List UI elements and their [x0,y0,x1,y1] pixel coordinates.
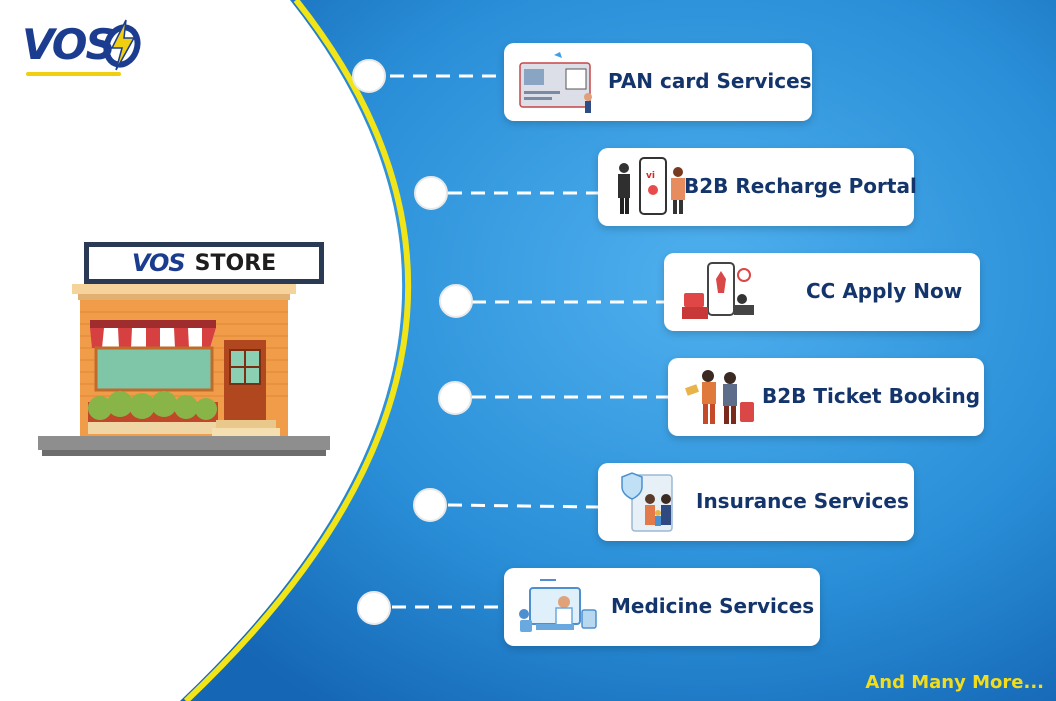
connector-line-5 [447,503,599,509]
service-card-ticket[interactable]: B2B Ticket Booking [668,358,984,436]
bolt-icon [103,19,141,71]
service-label-ticket: B2B Ticket Booking [762,384,981,408]
pan-card-icon [519,52,592,113]
service-label-pan: PAN card Services [608,69,812,93]
service-card-pan[interactable]: PAN card Services [504,43,812,121]
service-label-recharge: B2B Recharge Portal [684,174,917,198]
service-card-medicine[interactable]: Medicine Services [504,568,820,646]
service-label-insurance: Insurance Services [696,489,909,513]
logo-underline [26,72,121,76]
and-many-more-text: And Many More... [865,672,1044,693]
service-card-insurance[interactable]: Insurance Services [598,463,914,541]
doctor-telemedicine-icon [519,579,597,632]
timeline-dot-6 [357,591,391,625]
timeline-dot-2 [414,176,448,210]
timeline-dot-5 [413,488,447,522]
store-sign-label: STORE [194,250,277,276]
store-illustration: VOS STORE [38,242,330,462]
svg-text:vi: vi [646,171,655,181]
store-sign: VOS STORE [84,242,324,284]
timeline-arc [183,0,411,701]
logo-wordmark: VOS [22,20,116,69]
timeline-dot-1 [352,59,386,93]
service-card-recharge[interactable]: vi B2B Recharge Portal [598,148,917,226]
store-sign-logo: VOS [131,249,186,277]
service-card-cc-apply[interactable]: CC Apply Now [664,253,980,331]
timeline-dot-4 [438,381,472,415]
store-building-graphic [38,284,330,456]
timeline-dot-3 [439,284,473,318]
travelers-icon [684,370,754,424]
service-label-cc-apply: CC Apply Now [806,279,963,303]
insurance-shield-icon [621,472,673,532]
mobile-recharge-icon: vi [618,157,685,215]
service-label-medicine: Medicine Services [611,594,815,618]
voso-logo: VOS [22,14,142,76]
credit-card-phone-icon [682,262,754,319]
